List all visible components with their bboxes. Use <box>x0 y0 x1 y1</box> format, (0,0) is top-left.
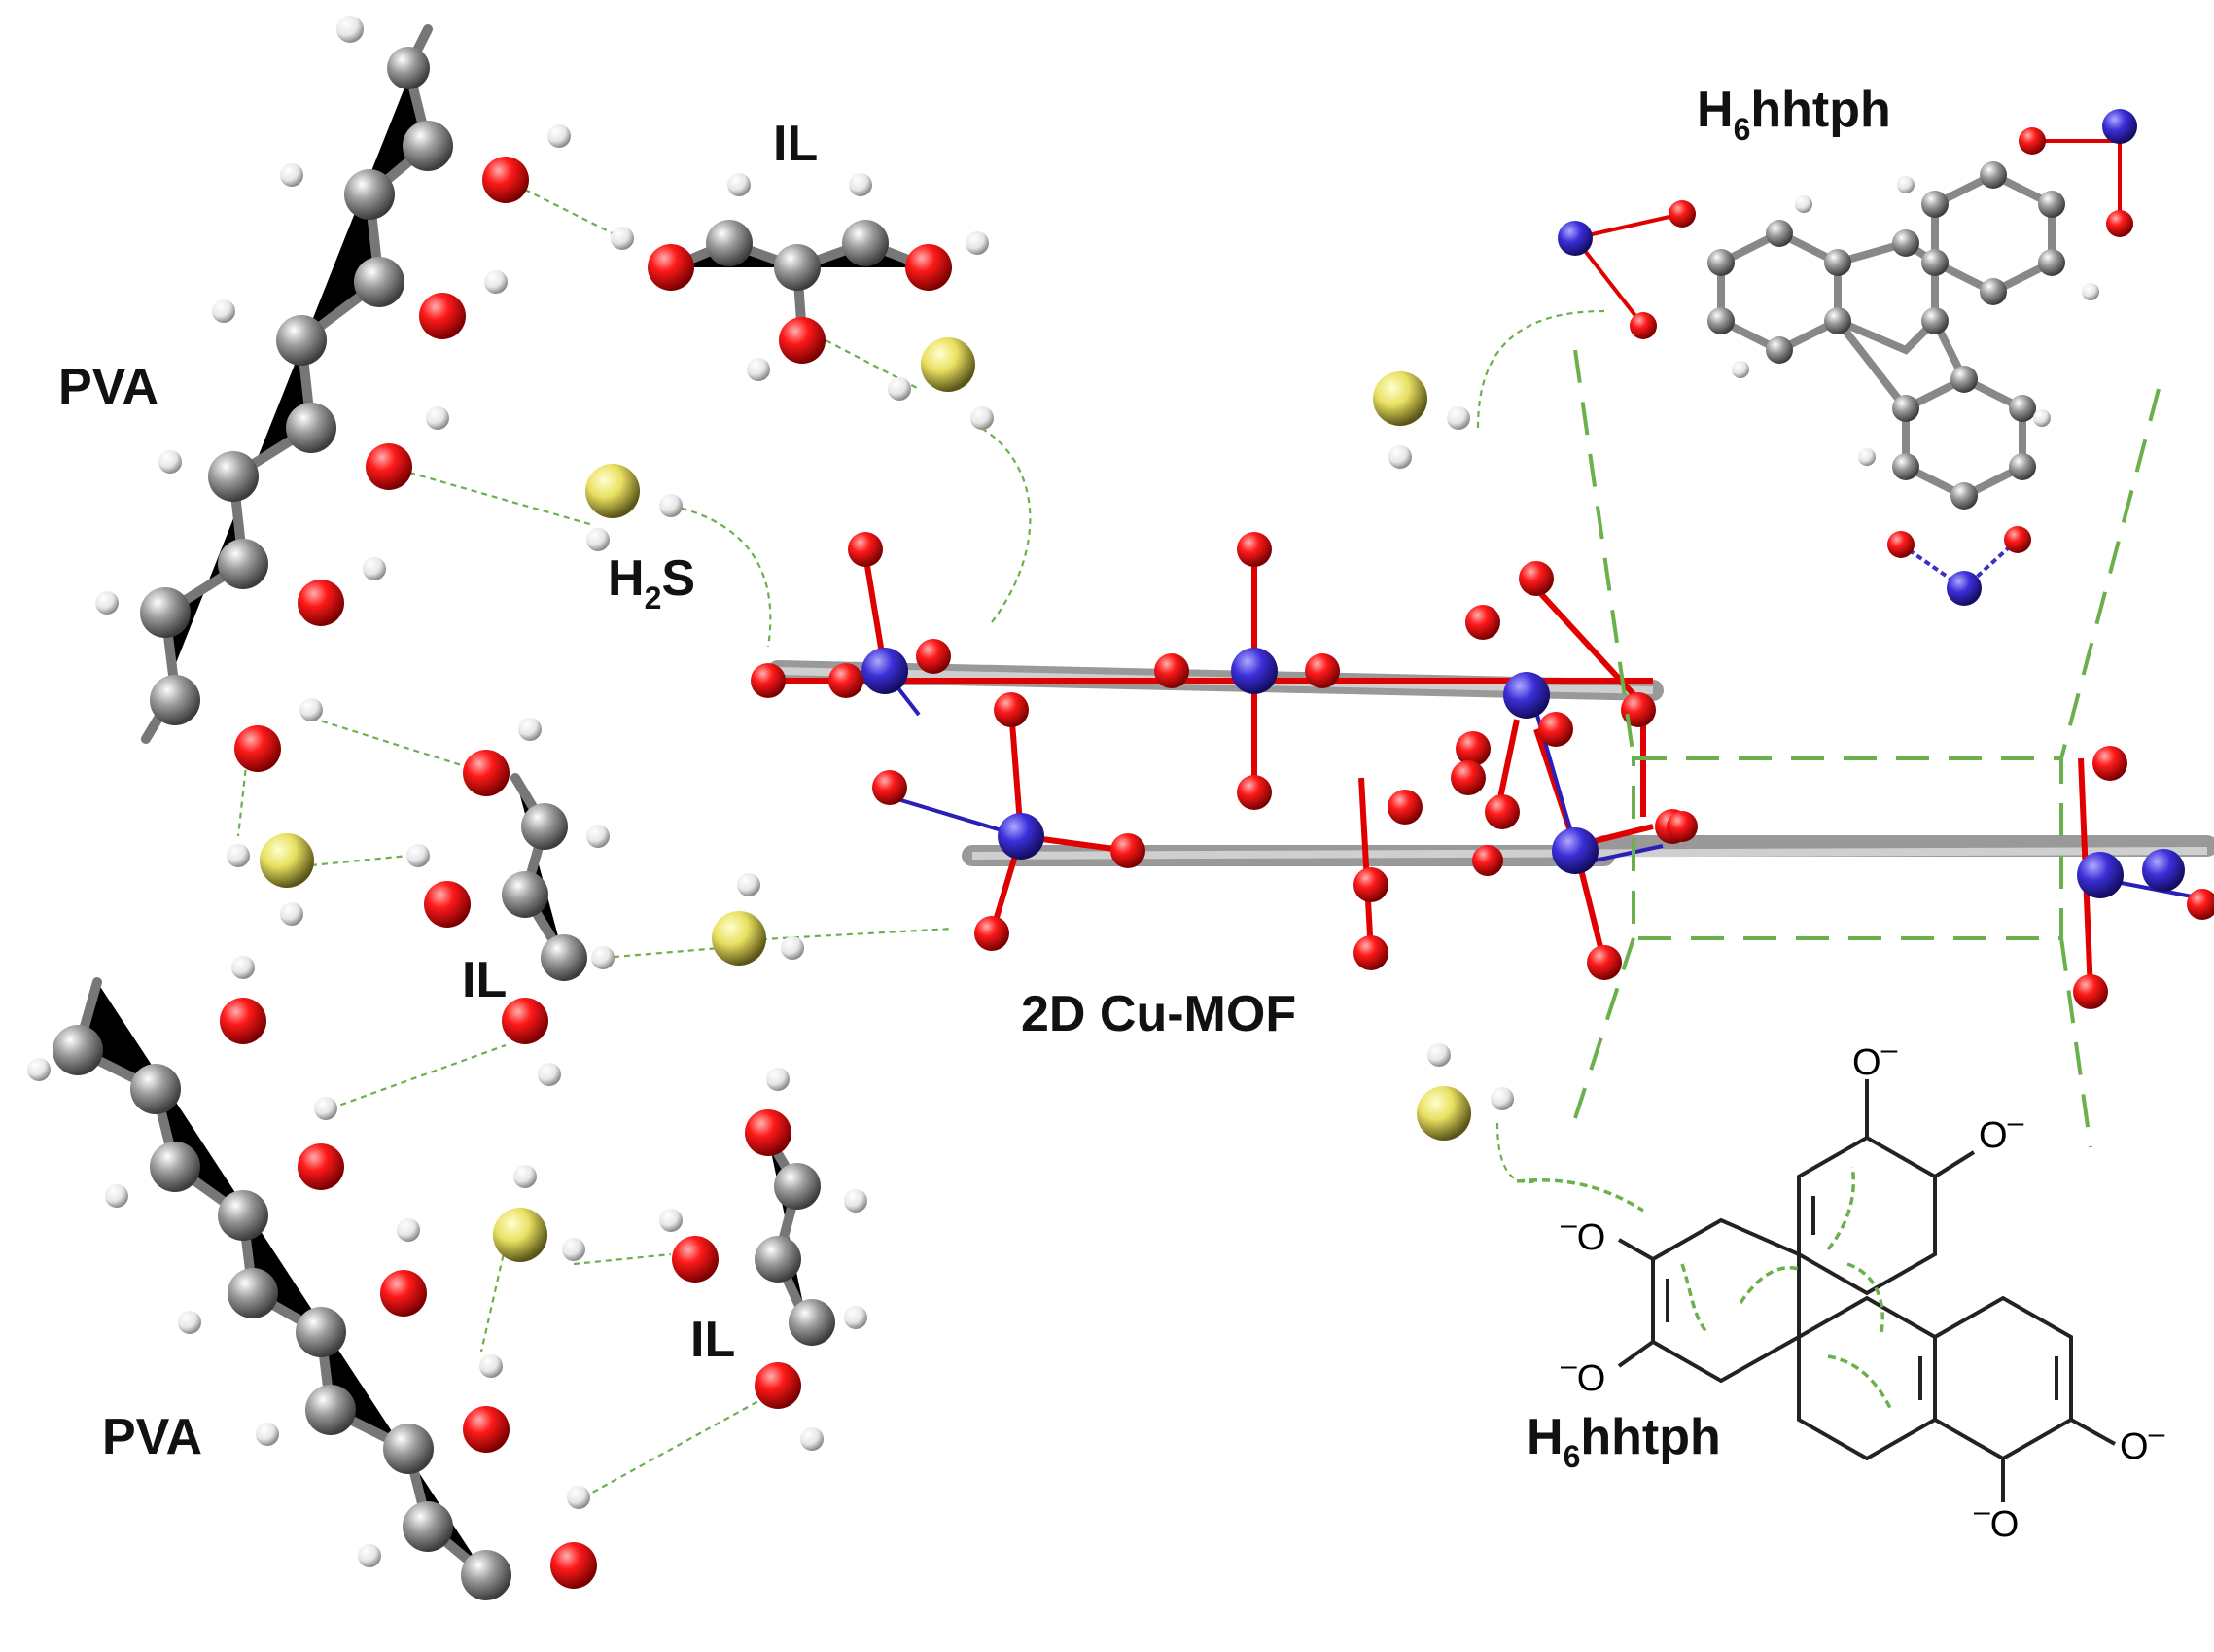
cu-mof-structure <box>751 349 2214 1148</box>
label-linker-bottom: H6hhtph <box>1527 1409 1721 1474</box>
hydrogen-bonds-left <box>236 179 1032 1498</box>
label-il-bottom: IL <box>690 1312 735 1368</box>
pva-bottom-atoms <box>27 956 597 1600</box>
mof-o-atoms <box>751 532 2214 1009</box>
label-linker-bottom-sub: 6 <box>1564 1439 1581 1474</box>
hhtph-skeletal-structure <box>1495 1079 2116 1502</box>
label-linker-bottom-tail: hhtph <box>1580 1409 1720 1465</box>
pva-il-network <box>27 16 1514 1600</box>
o-minus-6: –O <box>1974 1495 2019 1545</box>
label-linker-top: H6hhtph <box>1697 82 1891 147</box>
label-mof: 2D Cu-MOF <box>1021 986 1296 1042</box>
cu-atoms <box>861 648 2185 898</box>
il-top-atoms <box>611 173 989 381</box>
h2s-molecules <box>227 337 1514 1262</box>
label-h2s-h: H <box>608 550 645 607</box>
o-minus-1: O– <box>1852 1034 1898 1083</box>
labels: PVA PVA IL IL IL H2S 2D Cu-MOF H6hhtph H… <box>58 82 2165 1545</box>
o-minus-4: –O <box>1561 1350 1605 1399</box>
label-il-mid: IL <box>462 952 507 1008</box>
oxide-substituent-labels: O– O– –O –O O– –O <box>1561 1034 2165 1545</box>
label-linker-top-tail: hhtph <box>1750 82 1890 138</box>
label-h2s: H2S <box>608 550 695 615</box>
label-il-top: IL <box>773 116 818 172</box>
il-mid-atoms <box>406 718 615 1086</box>
o-minus-3: –O <box>1561 1209 1605 1258</box>
o-minus-5: O– <box>2120 1418 2165 1467</box>
il-bottom-atoms <box>659 1068 867 1451</box>
label-linker-top-h: H <box>1697 82 1734 138</box>
label-h2s-sub: 2 <box>645 580 662 615</box>
hhtph-ball-stick <box>1476 109 2137 606</box>
label-h2s-s: S <box>661 550 695 607</box>
zoom-inset-guides <box>1573 349 2161 1148</box>
label-linker-top-sub: 6 <box>1734 112 1751 147</box>
label-linker-bottom-h: H <box>1527 1409 1564 1465</box>
label-pva-top: PVA <box>58 359 158 415</box>
pva-top-chain <box>141 24 434 744</box>
o-minus-2: O– <box>1979 1107 2024 1156</box>
label-pva-bottom: PVA <box>102 1409 202 1465</box>
pva-top-atoms <box>95 16 571 772</box>
